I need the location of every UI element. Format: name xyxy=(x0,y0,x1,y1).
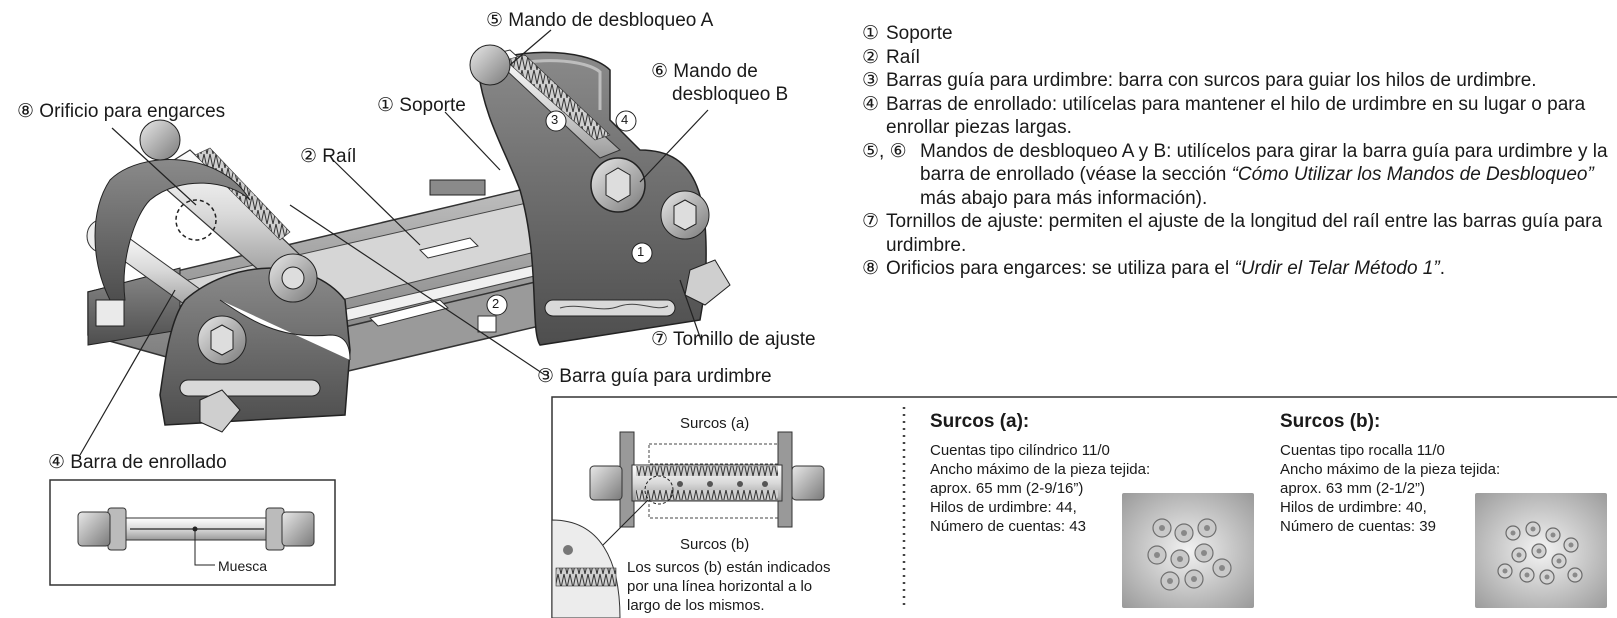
knob-left-lower xyxy=(197,315,247,365)
marker-2: 2 xyxy=(492,296,500,311)
marker-2-circle xyxy=(486,294,508,316)
surcos-b-line2: Ancho máximo de la pieza tejida: xyxy=(1280,461,1501,478)
marker-1-circle xyxy=(631,242,653,264)
surcos-a-line2: Ancho máximo de la pieza tejida: xyxy=(930,461,1151,478)
knob-left-upper xyxy=(139,119,181,161)
release-knob-b xyxy=(590,157,646,213)
grooves-note-line1: Los surcos (b) están indicados xyxy=(627,559,831,576)
callout-release-knob-b-line1: ⑥ Mando de xyxy=(651,61,758,82)
callout-winding-bar: ④ Barra de enrollado xyxy=(48,452,227,473)
adjustment-screw-right xyxy=(684,259,731,306)
surcos-a-line3: aprox. 65 mm (2-9/16”) xyxy=(930,480,1084,497)
marker-1: 1 xyxy=(637,244,645,259)
surcos-b-line5: Número de cuentas: 39 xyxy=(1280,518,1436,535)
support-left xyxy=(94,159,351,426)
surcos-a-line4: Hilos de urdimbre: 44, xyxy=(930,499,1077,516)
callout-adjustment-screw: ⑦ Tornillo de ajuste xyxy=(651,329,816,350)
winding-bar-inset xyxy=(49,479,336,586)
grooves-a-label: Surcos (a) xyxy=(680,415,750,432)
leader-lines xyxy=(79,29,709,456)
grooves-note-line3: largo de los mismos. xyxy=(627,597,765,614)
grooves-b-label: Surcos (b) xyxy=(680,536,750,553)
callout-release-knob-b-line2: desbloqueo B xyxy=(672,84,789,105)
adjustment-screw-left xyxy=(199,389,241,433)
callout-crimp-hole: ⑧ Orificio para engarces xyxy=(17,101,226,122)
surcos-b-title: Surcos (b): xyxy=(1280,411,1381,432)
grooves-note-line2: por una línea horizontal a lo xyxy=(627,578,813,595)
surcos-b-line3: aprox. 63 mm (2-1/2”) xyxy=(1280,480,1426,497)
surcos-b-line4: Hilos de urdimbre: 40, xyxy=(1280,499,1427,516)
surcos-a-line1: Cuentas tipo cilíndrico 11/0 xyxy=(930,442,1110,459)
release-knob-a xyxy=(469,44,511,86)
notch-label: Muesca xyxy=(218,558,268,574)
marker-3: 3 xyxy=(551,112,559,127)
surcos-a-line5: Número de cuentas: 43 xyxy=(930,518,1086,535)
callout-rail: ② Raíl xyxy=(300,146,357,167)
surcos-a-title: Surcos (a): xyxy=(930,411,1030,432)
callout-release-knob-a: ⑤ Mando de desbloqueo A xyxy=(486,10,714,31)
callout-support: ① Soporte xyxy=(377,95,466,116)
marker-3-circle xyxy=(545,110,567,132)
marker-4-circle xyxy=(615,110,637,132)
seed-beads-photo xyxy=(1475,493,1607,608)
cylinder-beads-photo xyxy=(1122,493,1254,608)
callout-warp-guide-bar: ③ Barra guía para urdimbre xyxy=(537,366,772,387)
marker-4: 4 xyxy=(621,112,629,127)
knob-left-mid xyxy=(268,253,318,303)
knob-right-lower xyxy=(660,190,710,240)
surcos-b-line1: Cuentas tipo rocalla 11/0 xyxy=(1280,442,1445,459)
groove-detail xyxy=(551,431,825,618)
